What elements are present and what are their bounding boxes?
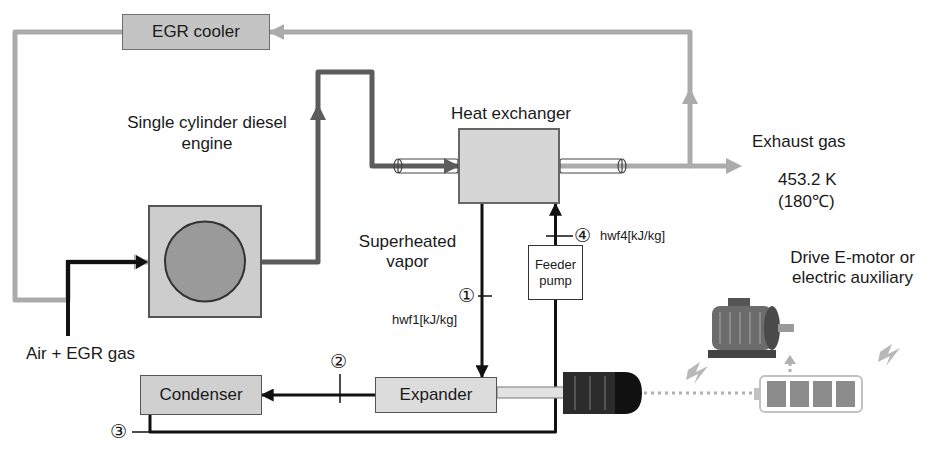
e-motor-picture-part xyxy=(749,312,751,344)
callout-number: ③ xyxy=(110,420,127,443)
leader-tick-part xyxy=(546,235,573,237)
heat-exchanger-pipe-part xyxy=(560,159,622,173)
flow-connector xyxy=(554,204,557,245)
node-heading: Single cylinder diesel engine xyxy=(122,113,292,154)
exhaust-outlet-part xyxy=(690,164,728,169)
leader-tick-part xyxy=(132,431,150,433)
node-label: Expander xyxy=(400,385,473,405)
heat-exchanger-pipe-part xyxy=(618,159,626,173)
expander-shaft-part xyxy=(497,387,565,398)
stream-label: Superheated vapor xyxy=(355,232,460,273)
electric-link-part xyxy=(644,392,756,395)
expander-shaft xyxy=(497,387,565,398)
heat-exchanger-pipe-part xyxy=(394,159,402,173)
battery-icon-part xyxy=(813,381,832,407)
leader-tick-part xyxy=(339,374,341,403)
battery-icon-part xyxy=(836,381,855,407)
battery-icon-part xyxy=(767,381,786,407)
e-motor-picture-part xyxy=(759,312,761,344)
exhaust-outlet-part xyxy=(726,158,742,174)
node-label: Feeder pump xyxy=(531,257,580,288)
callout-number: ① xyxy=(458,284,475,307)
battery-icon-part xyxy=(790,381,809,407)
lightning-bolt xyxy=(686,344,900,384)
e-motor-picture-part xyxy=(739,312,741,344)
callout-number: ④ xyxy=(574,224,591,247)
flow-connector xyxy=(15,32,148,300)
e-motor-picture-part xyxy=(708,350,776,358)
cooler-box: EGR cooler xyxy=(122,14,270,50)
generator-drum-part xyxy=(563,372,617,414)
air-intake-line-part xyxy=(68,262,138,336)
generator-drum xyxy=(563,372,642,414)
enthalpy-label: hwf1[kJ/kg] xyxy=(392,312,457,328)
temperature-label: (180℃) xyxy=(778,192,835,212)
air-intake-line xyxy=(68,255,148,336)
leader-tick-part xyxy=(478,295,492,297)
e-motor-picture-part xyxy=(712,306,772,350)
flow-arrow xyxy=(310,104,326,120)
generator-drum-part xyxy=(604,376,606,410)
e-motor-picture-part xyxy=(729,312,731,344)
heat-exchanger-pipe-part xyxy=(398,159,458,173)
pump-box: Feeder pump xyxy=(528,245,583,300)
lightning-bolt-part xyxy=(686,362,708,384)
node-heading: Heat exchanger xyxy=(436,104,586,124)
flow-connector xyxy=(262,394,375,397)
battery-icon-part xyxy=(754,388,760,400)
generator-drum-part xyxy=(615,372,642,414)
heat-exchanger-box: Heat exchanger xyxy=(458,128,560,204)
node-label: EGR cooler xyxy=(152,22,240,42)
lightning-bolt-part xyxy=(878,344,900,366)
condenser-box: Condenser xyxy=(140,375,262,415)
node-label: Condenser xyxy=(159,385,242,405)
callout-number: ② xyxy=(330,350,347,373)
battery-icon-part xyxy=(760,376,862,412)
generator-drum-part xyxy=(574,376,576,410)
air-intake-line-part xyxy=(136,255,148,269)
cylinder-circle xyxy=(165,222,245,302)
cylinder-symbol xyxy=(150,207,260,316)
exhaust-outlet xyxy=(682,88,742,174)
e-motor-picture-part xyxy=(719,312,721,344)
flow-connector xyxy=(481,204,484,377)
exhaust-label: Exhaust gas xyxy=(752,132,846,152)
battery-icon xyxy=(754,376,862,412)
e-motor-picture-part xyxy=(764,306,780,350)
expander-box: Expander xyxy=(375,377,497,413)
load-label: Drive E-motor or electric auxiliary xyxy=(765,248,940,289)
electric-link-part xyxy=(784,355,796,364)
e-motor-picture xyxy=(708,298,794,358)
generator-drum-part xyxy=(589,376,591,410)
exhaust-outlet-part xyxy=(682,88,698,104)
intake-label: Air + EGR gas xyxy=(26,344,135,364)
enthalpy-label: hwf4[kJ/kg] xyxy=(600,228,665,244)
temperature-label: 453.2 K xyxy=(778,170,837,190)
flow-arrow-part xyxy=(310,104,326,120)
engine-box: Single cylinder diesel engine xyxy=(148,205,262,318)
e-motor-picture-part xyxy=(778,324,794,332)
